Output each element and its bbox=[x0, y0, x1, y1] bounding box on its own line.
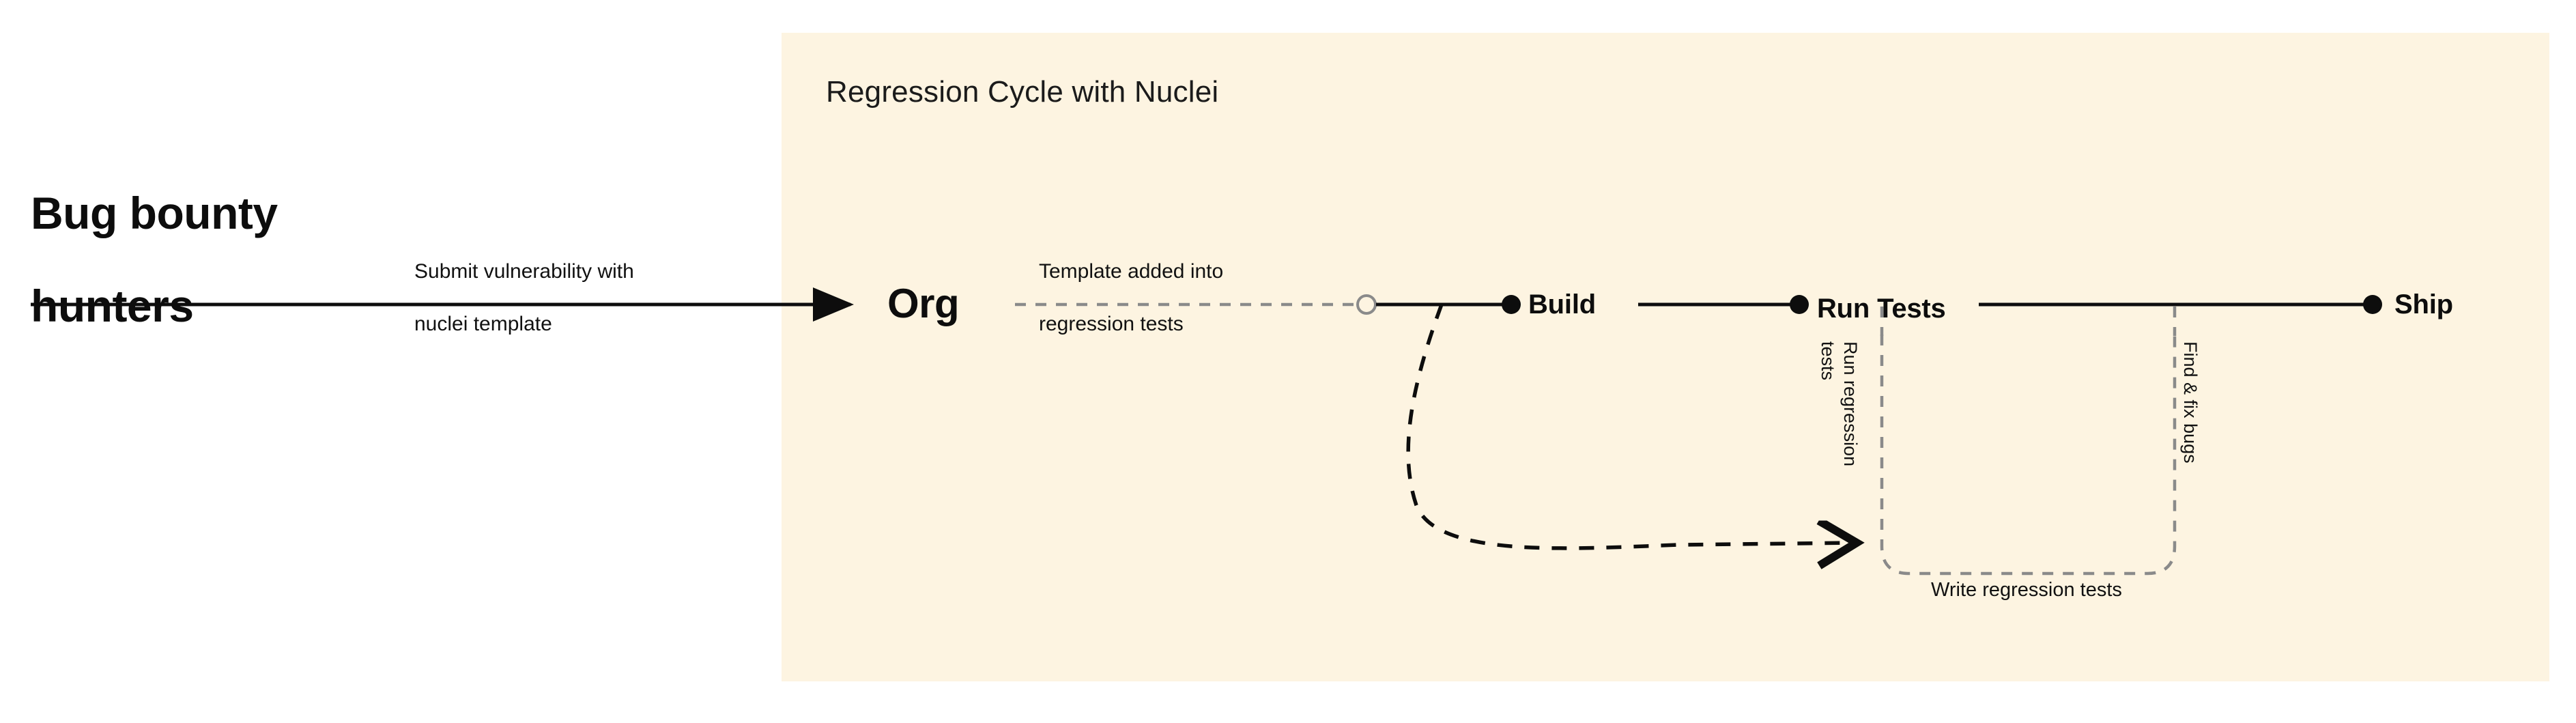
label-run-regression-tests: Run regression tests bbox=[1816, 341, 1861, 466]
template-edge-label: Template added into regression tests bbox=[1039, 258, 1360, 338]
submit-edge-label: Submit vulnerability with nuclei templat… bbox=[414, 258, 735, 338]
node-dot-build bbox=[1502, 295, 1521, 314]
submit-edge-label-line1: Submit vulnerability with bbox=[414, 260, 634, 283]
node-dot-ship bbox=[2363, 295, 2382, 314]
source-label: Bug bounty hunters bbox=[31, 183, 413, 336]
node-ship[interactable]: Ship bbox=[2394, 289, 2453, 320]
group-write-regression-tests-outline bbox=[1880, 335, 2177, 576]
node-dot-runtests bbox=[1790, 295, 1809, 314]
label-find-and-fix-bugs: Find & fix bugs bbox=[2180, 341, 2201, 464]
template-edge-label-line2: regression tests bbox=[1039, 313, 1184, 335]
node-run-tests[interactable]: Run Tests bbox=[1817, 294, 1946, 324]
label-run-regression-tests-line2: tests bbox=[1818, 341, 1838, 381]
node-org[interactable]: Org bbox=[887, 281, 960, 326]
submit-edge-label-line2: nuclei template bbox=[414, 313, 552, 335]
node-build[interactable]: Build bbox=[1528, 289, 1596, 320]
panel-title: Regression Cycle with Nuclei bbox=[826, 75, 1219, 109]
template-edge-label-line1: Template added into bbox=[1039, 260, 1224, 283]
source-label-line2: hunters bbox=[31, 281, 194, 331]
regression-cycle-panel bbox=[782, 33, 2549, 681]
source-label-line1: Bug bounty bbox=[31, 188, 278, 238]
template-marker-circle bbox=[1356, 294, 1377, 315]
label-run-regression-tests-line1: Run regression bbox=[1840, 341, 1861, 467]
edge-build-feedback-curve bbox=[1406, 304, 1857, 548]
group-caption-write-regression-tests: Write regression tests bbox=[1931, 579, 2122, 601]
